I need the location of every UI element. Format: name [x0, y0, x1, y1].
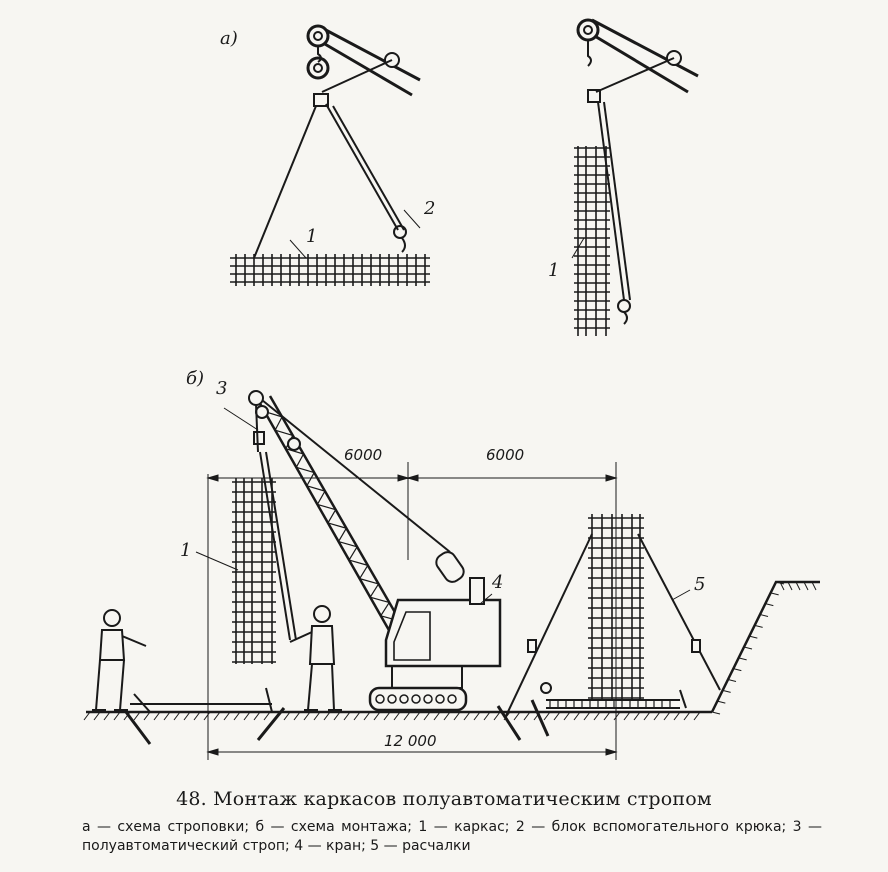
figure-illustration: а) б) 1 2 1 3 1 4 5 6000 6000 12 000	[83, 18, 820, 760]
panel-label-a: а)	[220, 28, 238, 49]
figure-number: 48.	[176, 788, 207, 810]
dimension-left-span: 6000	[344, 446, 382, 464]
crane-body	[368, 551, 502, 712]
dimension-total-span: 12 000	[384, 732, 437, 750]
callout-frame-a-vertical: 1	[548, 260, 559, 281]
dimension-right-span: 6000	[486, 446, 524, 464]
callout-frame-b: 1	[180, 540, 191, 561]
callout-hook-block: 2	[423, 198, 435, 219]
figure-title: Монтаж каркасов полуавтоматическим строп…	[213, 788, 712, 810]
worker-left	[92, 609, 147, 711]
callout-frame-a: 1	[306, 226, 317, 247]
montage-scheme	[83, 390, 820, 760]
slinging-scheme-horizontal	[230, 24, 430, 286]
slinging-scheme-vertical	[571, 18, 699, 336]
callout-guy-ropes: 5	[694, 574, 705, 595]
panel-label-b: б)	[186, 368, 204, 389]
figure-caption-title: 48. Монтаж каркасов полуавтоматическим с…	[0, 788, 888, 810]
callout-sling: 3	[216, 378, 227, 399]
callout-crane: 4	[491, 572, 503, 593]
figure-caption-legend: а — схема строповки; б — схема монтажа; …	[82, 819, 822, 854]
worker-right	[289, 605, 342, 711]
